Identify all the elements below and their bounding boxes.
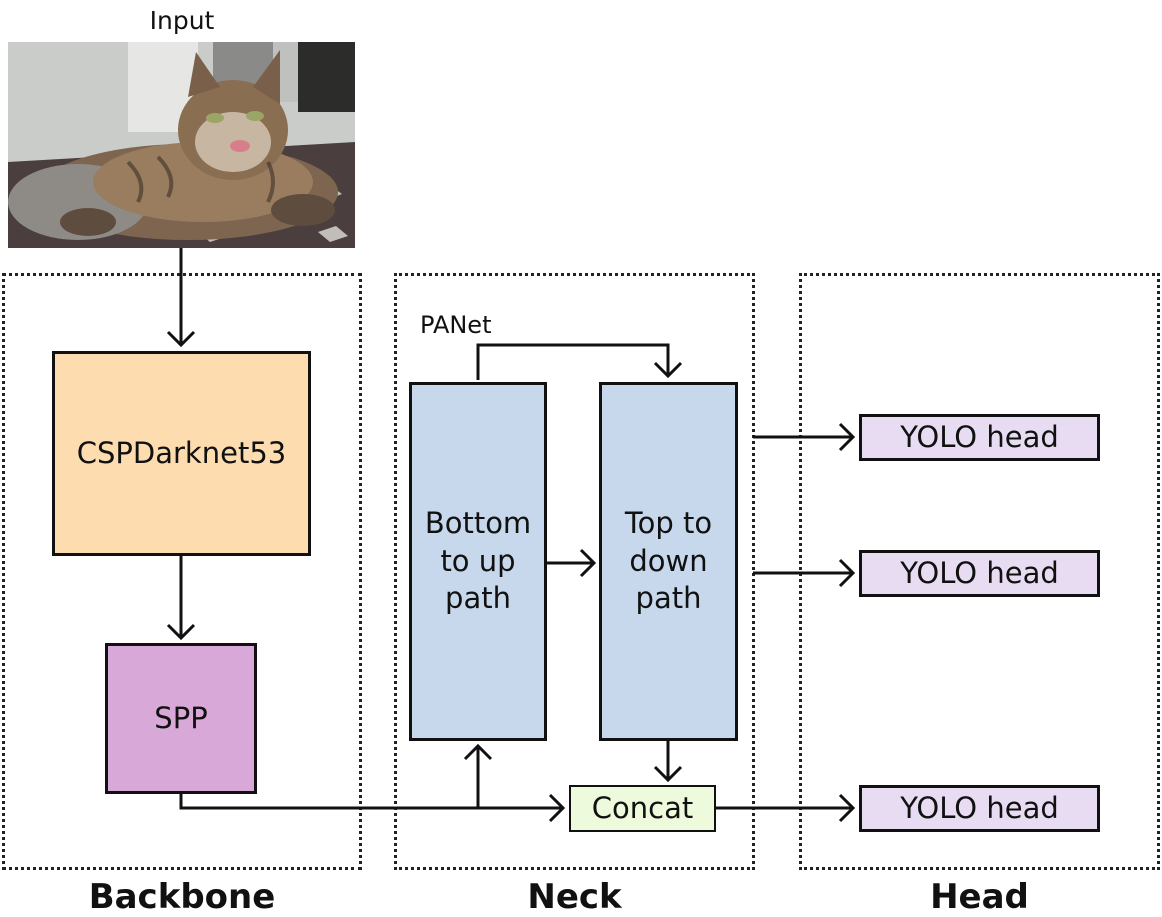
head-label: Head bbox=[930, 877, 1029, 917]
spp-block: SPP bbox=[105, 643, 257, 794]
neck-label: Neck bbox=[527, 877, 622, 917]
input-cat-photo bbox=[8, 42, 355, 248]
top-down-path-block: Top to down path bbox=[599, 382, 738, 741]
panet-label: PANet bbox=[420, 311, 492, 339]
bottom-up-path-block: Bottom to up path bbox=[409, 382, 547, 741]
yolo-head-3: YOLO head bbox=[859, 785, 1100, 832]
yolo-head-1: YOLO head bbox=[859, 414, 1100, 461]
yolo-head-2: YOLO head bbox=[859, 550, 1100, 597]
arrow-panet-bridge bbox=[476, 343, 670, 380]
input-label: Input bbox=[149, 6, 215, 35]
concat-block: Concat bbox=[569, 785, 716, 832]
arrow-spp-to-concat bbox=[179, 794, 563, 810]
cspdarknet53-block: CSPDarknet53 bbox=[52, 351, 311, 556]
backbone-label: Backbone bbox=[88, 877, 276, 917]
